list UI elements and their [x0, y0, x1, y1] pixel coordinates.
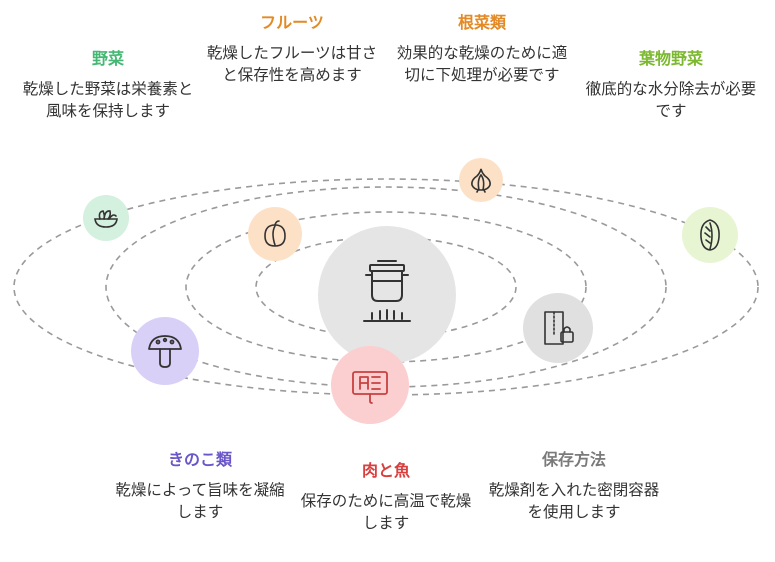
- desc-fruits: 乾燥したフルーツは甘さと保存性を高めます: [206, 44, 378, 84]
- label-vegetables: 野菜 乾燥した野菜は栄養素と風味を保持します: [22, 48, 194, 122]
- label-leafy: 葉物野菜 徹底的な水分除去が必要です: [585, 48, 757, 122]
- label-roots: 根菜類 効果的な乾燥のために適切に下処理が必要です: [396, 12, 568, 86]
- desc-meat-fish: 保存のために高温で乾燥します: [300, 492, 472, 532]
- center-hub: [318, 226, 456, 364]
- sealed-bag-icon: [544, 311, 574, 345]
- node-roots[interactable]: [459, 158, 503, 202]
- cabbage-icon: [700, 219, 720, 251]
- label-mushrooms: きのこ類 乾燥によって旨味を凝縮します: [114, 449, 286, 523]
- title-leafy: 葉物野菜: [638, 49, 703, 68]
- title-storage: 保存方法: [541, 450, 606, 469]
- label-meat-fish: 肉と魚 保存のために高温で乾燥します: [300, 460, 472, 534]
- title-meat-fish: 肉と魚: [361, 461, 410, 480]
- meat-fish-icon: [352, 371, 388, 404]
- node-meat-fish[interactable]: [331, 346, 409, 424]
- title-vegetables: 野菜: [91, 49, 124, 68]
- cooking-pot-icon: [363, 260, 411, 322]
- node-leafy[interactable]: [682, 207, 738, 263]
- title-roots: 根菜類: [457, 13, 506, 32]
- onion-icon: [471, 168, 491, 193]
- node-storage[interactable]: [523, 293, 593, 363]
- label-storage: 保存方法 乾燥剤を入れた密閉容器を使用します: [488, 449, 660, 523]
- node-vegetables[interactable]: [83, 195, 129, 241]
- title-mushrooms: きのこ類: [167, 450, 232, 469]
- label-fruits: フルーツ 乾燥したフルーツは甘さと保存性を高めます: [206, 12, 378, 86]
- title-fruits: フルーツ: [260, 13, 324, 32]
- mushroom-icon: [148, 335, 182, 368]
- apricot-icon: [264, 220, 286, 247]
- desc-storage: 乾燥剤を入れた密閉容器を使用します: [488, 481, 660, 521]
- orbit-ring-3: [105, 186, 667, 388]
- orbit-ring-2: [185, 211, 587, 363]
- orbit-ring-outer: [13, 178, 759, 396]
- node-mushrooms[interactable]: [131, 317, 199, 385]
- node-fruits[interactable]: [248, 207, 302, 261]
- desc-vegetables: 乾燥した野菜は栄養素と風味を保持します: [22, 80, 194, 120]
- salad-bowl-icon: [94, 210, 118, 228]
- desc-roots: 効果的な乾燥のために適切に下処理が必要です: [396, 44, 568, 84]
- desc-leafy: 徹底的な水分除去が必要です: [585, 80, 757, 120]
- desc-mushrooms: 乾燥によって旨味を凝縮します: [115, 481, 285, 521]
